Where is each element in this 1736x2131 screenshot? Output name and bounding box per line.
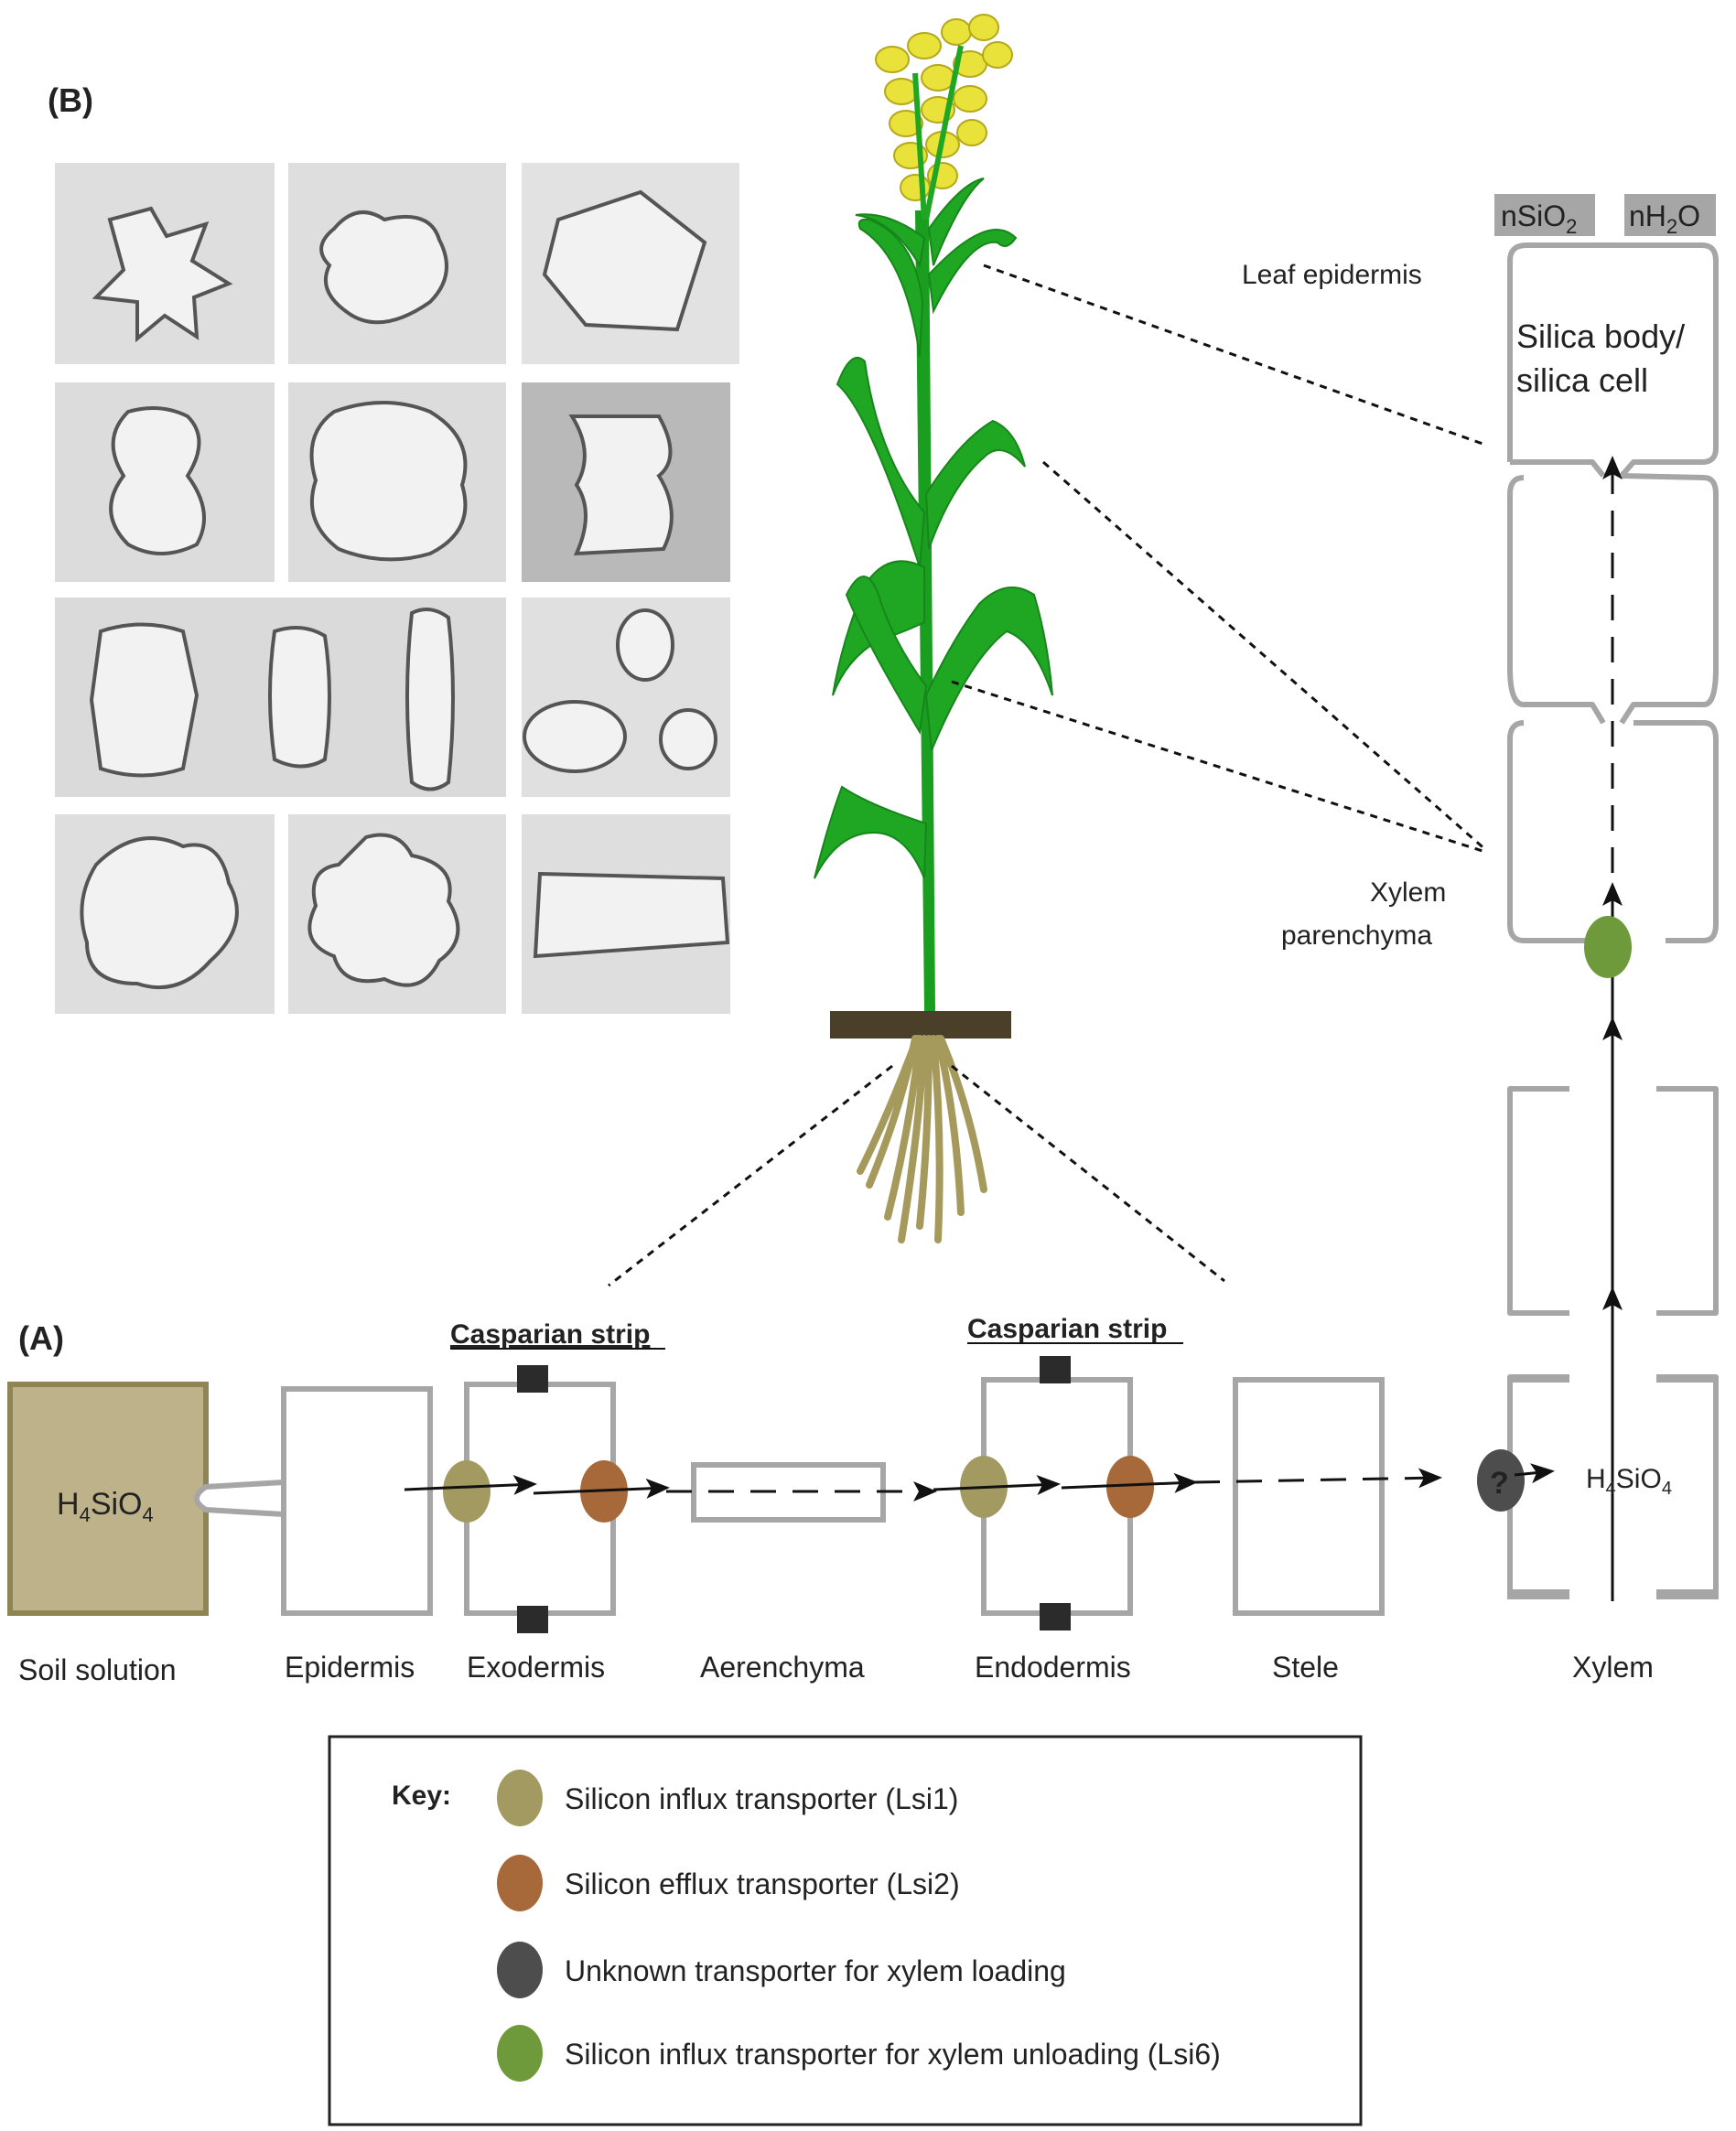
lsi1-exodermis: [443, 1460, 491, 1523]
phytolith-shape: [616, 608, 674, 682]
key-label-unknown: Unknown transporter for xylem loading: [565, 1954, 1066, 1987]
key-swatch-lsi1: [497, 1770, 543, 1826]
phytolith-shape: [568, 414, 674, 556]
key-label-lsi2: Silicon efflux transporter (Lsi2): [565, 1867, 960, 1900]
key-title: Key:: [392, 1781, 451, 1811]
label-xylem: Xylem: [1572, 1651, 1654, 1684]
unknown-transporter: [1477, 1449, 1525, 1512]
phytolith-shape: [309, 401, 468, 562]
leaf: [814, 785, 928, 879]
soil-formula: H4SiO4: [57, 1487, 154, 1526]
panel-a-label: (A): [18, 1319, 64, 1357]
silica-cell-bottom: [1510, 459, 1606, 478]
leaf-epidermis-label: Leaf epidermis: [1242, 260, 1422, 290]
tassel-stalk: [912, 45, 964, 221]
casparian-strip-label-right: Casparian strip: [967, 1314, 1167, 1344]
casparian-strip-label-left: Casparian strip: [450, 1319, 650, 1350]
phytolith-shape: [92, 206, 233, 343]
xylem-parenchyma-label-line2: parenchyma: [1281, 920, 1432, 951]
nh2o-label: nH2O: [1629, 199, 1700, 238]
lsi6-transporter: [1584, 916, 1632, 978]
unknown-mark: ?: [1490, 1466, 1509, 1501]
leaf: [924, 587, 1053, 751]
casparian-block: [517, 1606, 548, 1633]
key-label-lsi6: Silicon influx transporter for xylem unl…: [565, 2038, 1221, 2071]
leaf: [924, 419, 1026, 550]
label-aerenchyma: Aerenchyma: [700, 1651, 865, 1684]
xylem-formula: H4SiO4: [1586, 1464, 1672, 1499]
leaf: [836, 356, 926, 568]
casparian-strip-blocks: [517, 1356, 1071, 1633]
connector-lines: [608, 264, 1488, 1287]
phytolith-shape: [109, 406, 206, 555]
phytolith-shape: [268, 626, 331, 769]
phytolith-shape: [405, 608, 455, 791]
phytolith-shape: [523, 700, 627, 773]
nsio2-badge: [1494, 194, 1595, 236]
label-stele: Stele: [1272, 1651, 1339, 1684]
phytolith-shape: [307, 833, 460, 987]
phytolith-shape: [542, 189, 707, 332]
arrow-right: [533, 1478, 670, 1499]
soil-surface-bar: [830, 1011, 1011, 1039]
leaf: [845, 576, 928, 735]
phytolith-shape: [89, 622, 199, 778]
xylem-parenchyma-cell: [1507, 720, 1592, 943]
casparian-block: [1040, 1603, 1071, 1631]
key-swatch-unknown: [497, 1942, 543, 1998]
arrow-right: [1514, 1463, 1555, 1484]
phytolith-grid: [55, 163, 739, 1014]
leaf: [927, 178, 985, 266]
leaf: [857, 218, 924, 358]
arrow-right: [404, 1474, 537, 1495]
label-exodermis: Exodermis: [467, 1651, 605, 1684]
key-items: Silicon influx transporter (Lsi1) Silico…: [497, 1770, 1221, 2082]
phytolith-shape: [533, 871, 730, 959]
casparian-block: [517, 1365, 548, 1393]
silica-cell: [1507, 242, 1719, 478]
nsio2-label: nSiO2: [1501, 199, 1577, 238]
radial-transport-arrows: [404, 1463, 1555, 1501]
label-epidermis: Epidermis: [285, 1651, 415, 1684]
soil-solution-box: [7, 1382, 209, 1616]
arrow-right: [933, 1474, 1061, 1495]
label-endodermis: Endodermis: [975, 1651, 1131, 1684]
stele-cell: [1233, 1377, 1385, 1616]
phytolith-shape: [80, 836, 239, 990]
key-label-lsi1: Silicon influx transporter (Lsi1): [565, 1782, 958, 1815]
phytolith-shape: [319, 210, 448, 325]
panel-b-label: (B): [48, 81, 93, 119]
xylem-parenchyma-label-line1: Xylem: [1370, 877, 1446, 908]
casparian-block: [1040, 1356, 1071, 1383]
key-swatch-lsi2: [497, 1855, 543, 1911]
endodermis-cell: [981, 1377, 1133, 1616]
label-soil-solution: Soil solution: [18, 1653, 177, 1686]
silica-body-label-line1: Silica body/: [1516, 317, 1685, 355]
nh2o-badge: [1624, 194, 1716, 236]
maize-plant-illustration: [814, 14, 1053, 1243]
leaf: [855, 213, 926, 268]
leaf: [927, 229, 1018, 315]
roots: [857, 1035, 987, 1243]
lsi2-endodermis: [1106, 1456, 1154, 1518]
layer-labels: Soil solution Epidermis Exodermis Aerenc…: [18, 1651, 1654, 1686]
epidermis-cell: [281, 1386, 433, 1616]
silica-formula-labels: nSiO2 nH2O: [1494, 194, 1716, 238]
phytolith-shape: [659, 708, 717, 770]
key-swatch-lsi6: [497, 2025, 543, 2082]
leaves: [814, 178, 1053, 879]
xylem-vessel: [1507, 1086, 1569, 1316]
silica-body-label-line2: silica cell: [1516, 361, 1648, 399]
arrow-right: [1061, 1472, 1198, 1493]
tassel-flowers: [875, 14, 1013, 201]
root-hair: [194, 1480, 285, 1517]
